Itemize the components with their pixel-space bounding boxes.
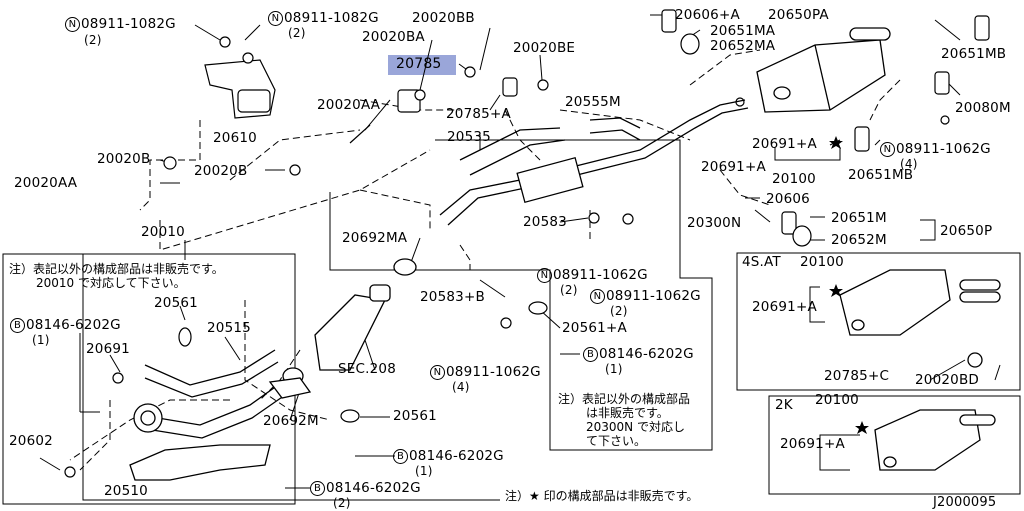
- inset-4sat-20691a[interactable]: 20691+A: [752, 299, 817, 315]
- n-symbol: N: [590, 289, 605, 304]
- inset-4sat-20100[interactable]: 20100: [800, 254, 844, 270]
- part-label-20020bb[interactable]: 20020BB: [412, 10, 475, 26]
- part-label-20785a[interactable]: 20785+A: [446, 106, 511, 122]
- part-label-20020b-1[interactable]: 20020B: [97, 151, 151, 167]
- part-label-20692ma[interactable]: 20692MA: [342, 230, 408, 246]
- note-mid-line3: 20300N で対応し: [586, 420, 685, 434]
- qty-label: (2): [610, 304, 628, 318]
- part-label-20651ma[interactable]: 20651MA: [710, 23, 776, 39]
- qty-label: (2): [84, 33, 102, 47]
- part-label-20650pa[interactable]: 20650PA: [768, 7, 829, 23]
- part-label-20602[interactable]: 20602: [9, 433, 53, 449]
- part-label-20010[interactable]: 20010: [141, 224, 185, 240]
- qty-label: (1): [415, 464, 433, 478]
- part-label-20583b[interactable]: 20583+B: [420, 289, 485, 305]
- part-label-20020ba[interactable]: 20020BA: [362, 29, 425, 45]
- part-label-20561[interactable]: 20561: [154, 295, 198, 311]
- part-label-20651mb-mid[interactable]: 20651MB: [848, 167, 914, 183]
- qty-label: (2): [560, 283, 578, 297]
- part-label-20606[interactable]: 20606: [766, 191, 810, 207]
- n-symbol: N: [268, 11, 283, 26]
- part-label-sec208[interactable]: SEC.208: [338, 361, 396, 377]
- inset-2k-frame: [768, 395, 1021, 495]
- part-label-20020aa[interactable]: 20020AA: [317, 97, 381, 113]
- part-label-20535[interactable]: 20535: [447, 129, 491, 145]
- b-symbol: B: [393, 449, 408, 464]
- part-label-20691a-2[interactable]: 20691+A: [701, 159, 766, 175]
- inset-4sat-20785c[interactable]: 20785+C: [824, 368, 890, 384]
- part-label-20610[interactable]: 20610: [213, 130, 257, 146]
- inset-2k-20691a[interactable]: 20691+A: [780, 436, 845, 452]
- part-label-20583[interactable]: 20583: [523, 214, 567, 230]
- note-left-line1: 注）表記以外の構成部品は非販売です。: [9, 262, 224, 276]
- part-label-20561a[interactable]: 20561+A: [562, 320, 627, 336]
- inset-4sat-frame: [736, 252, 1021, 391]
- inset-2k-20100[interactable]: 20100: [815, 392, 859, 408]
- part-label-20020be[interactable]: 20020BE: [513, 40, 576, 56]
- part-label-20651mb-top[interactable]: 20651MB: [941, 46, 1007, 62]
- qty-label: (2): [288, 26, 306, 40]
- part-label-20561-2[interactable]: 20561: [393, 408, 437, 424]
- part-label-20020b-2[interactable]: 20020B: [194, 163, 248, 179]
- note-left-line2: 20010 で対応して下さい。: [36, 276, 186, 290]
- qty-label: (1): [32, 333, 50, 347]
- note-mid-line4: て下さい。: [586, 434, 647, 448]
- part-label-20515[interactable]: 20515: [207, 320, 251, 336]
- part-label-20785[interactable]: 20785: [396, 56, 442, 72]
- qty-label: (4): [452, 380, 470, 394]
- b-symbol: B: [583, 347, 598, 362]
- diagram-id: J2000095: [933, 495, 997, 510]
- part-label-20510[interactable]: 20510: [104, 483, 148, 499]
- part-label-20606a[interactable]: 20606+A: [675, 7, 740, 23]
- part-label-20555m[interactable]: 20555M: [565, 94, 621, 110]
- inset-2k-title: 2K: [775, 397, 793, 413]
- qty-label: (4): [900, 157, 918, 171]
- part-label-20100[interactable]: 20100: [772, 171, 816, 187]
- b-symbol: B: [310, 481, 325, 496]
- highlight-box: [388, 55, 456, 75]
- note-mid-line2: は非販売です。: [586, 406, 669, 420]
- qty-label: (1): [605, 362, 623, 376]
- part-label-20651m[interactable]: 20651M: [831, 210, 887, 226]
- part-label-20652m[interactable]: 20652M: [831, 232, 887, 248]
- part-label-20691a-1[interactable]: 20691+A: [752, 136, 817, 152]
- part-label-20020aa-2[interactable]: 20020AA: [14, 175, 78, 191]
- part-label-20080m[interactable]: 20080M: [955, 100, 1011, 116]
- b-symbol: B: [10, 318, 25, 333]
- inset-4sat-title: 4S.AT: [742, 254, 781, 270]
- n-symbol: N: [880, 142, 895, 157]
- part-label-20652ma[interactable]: 20652MA: [710, 38, 776, 54]
- n-symbol: N: [537, 268, 552, 283]
- n-symbol: N: [430, 365, 445, 380]
- note-bottom: 注）★ 印の構成部品は非販売です。: [505, 489, 699, 503]
- qty-label: (2): [333, 496, 351, 510]
- part-label-20650p[interactable]: 20650P: [940, 223, 993, 239]
- n-symbol: N: [65, 17, 80, 32]
- part-label-20300n[interactable]: 20300N: [687, 215, 742, 231]
- part-label-20691[interactable]: 20691: [86, 341, 130, 357]
- note-mid-line1: 注）表記以外の構成部品: [558, 392, 691, 406]
- part-label-20692m[interactable]: 20692M: [263, 413, 319, 429]
- inset-4sat-20020bd[interactable]: 20020BD: [915, 372, 980, 388]
